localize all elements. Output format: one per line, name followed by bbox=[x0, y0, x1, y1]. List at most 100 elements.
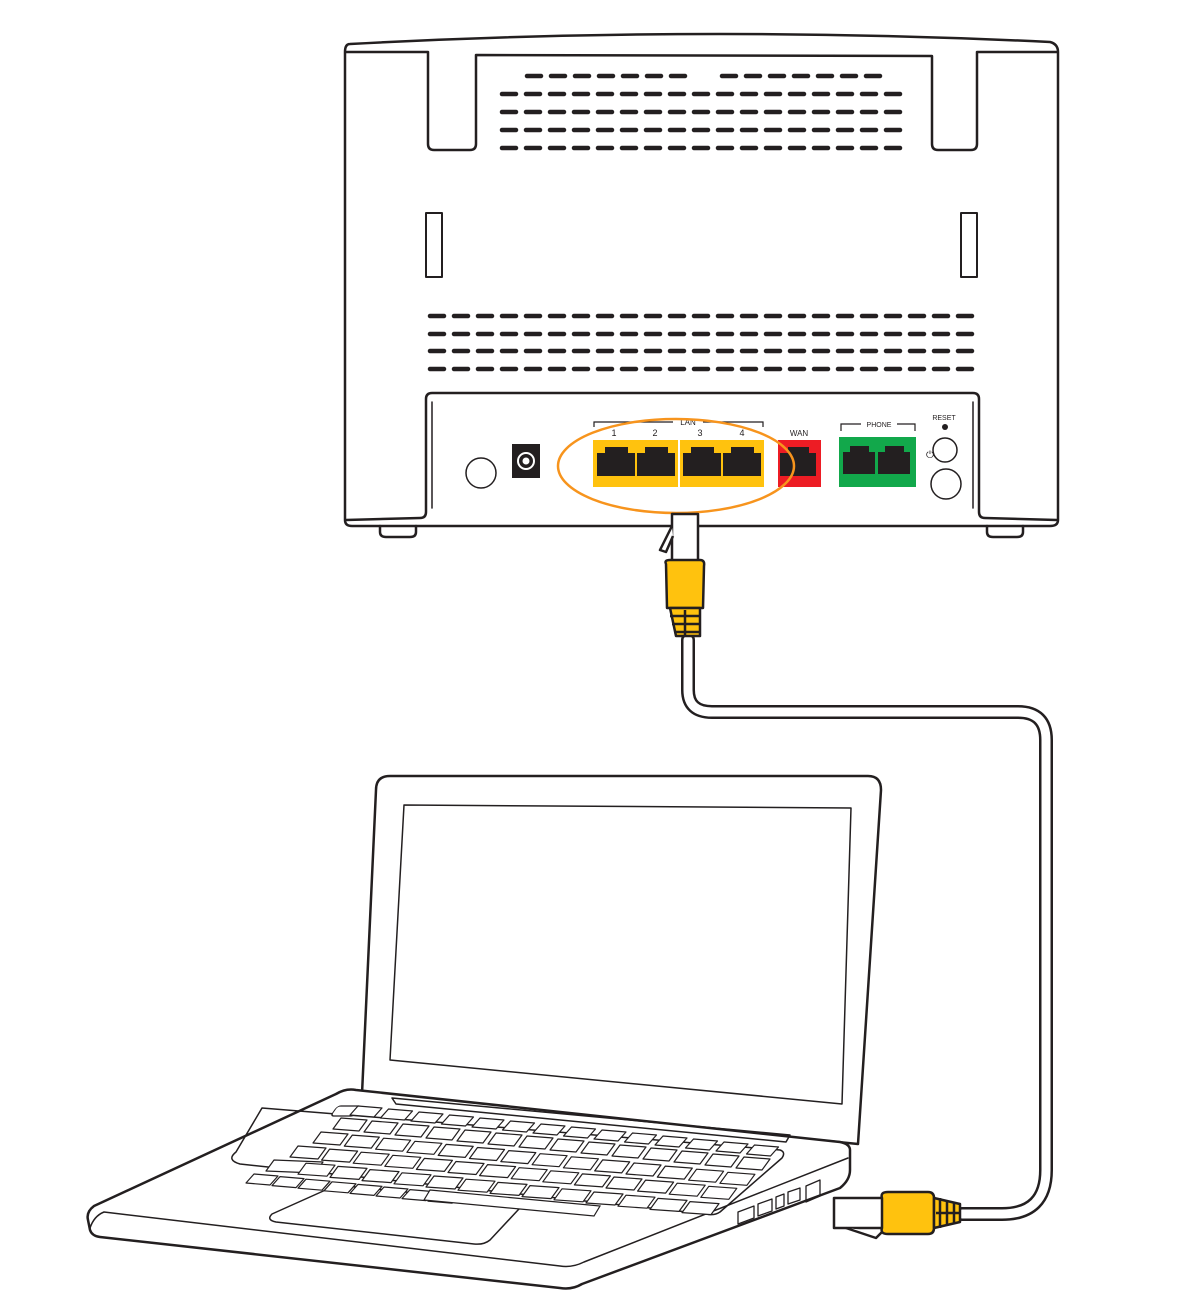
ethernet-plug-laptop-end bbox=[832, 1190, 962, 1240]
keyboard-key[interactable] bbox=[487, 1132, 523, 1147]
keyboard-key[interactable] bbox=[375, 1186, 409, 1199]
keyboard-key[interactable] bbox=[510, 1167, 548, 1182]
keyboard-key[interactable] bbox=[352, 1151, 390, 1166]
keyboard-key[interactable] bbox=[649, 1197, 688, 1212]
keyboard-key[interactable] bbox=[715, 1141, 749, 1154]
router-foot-left bbox=[378, 524, 418, 539]
keyboard-key[interactable] bbox=[594, 1159, 631, 1174]
keyboard-key[interactable] bbox=[343, 1134, 380, 1149]
keyboard-key[interactable] bbox=[642, 1147, 678, 1162]
router-vents-bottom bbox=[427, 313, 978, 372]
keyboard-key[interactable] bbox=[501, 1120, 536, 1133]
laptop-ethernet-port[interactable] bbox=[805, 1179, 821, 1203]
keyboard-key[interactable] bbox=[297, 1178, 331, 1191]
keyboard-key[interactable] bbox=[605, 1176, 643, 1191]
keyboard-key[interactable] bbox=[637, 1179, 675, 1194]
keyboard-key[interactable] bbox=[361, 1169, 400, 1184]
keyboard-key[interactable] bbox=[531, 1153, 568, 1168]
lan-port-4[interactable] bbox=[723, 447, 761, 476]
laptop-keys bbox=[245, 1105, 780, 1217]
keyboard-key[interactable] bbox=[704, 1153, 740, 1168]
keyboard-key[interactable] bbox=[393, 1172, 432, 1187]
keyboard-key[interactable] bbox=[489, 1181, 528, 1196]
power-switch[interactable] bbox=[932, 437, 958, 463]
keyboard-key[interactable] bbox=[479, 1164, 517, 1179]
laptop-display-port bbox=[775, 1193, 785, 1210]
keyboard-key[interactable] bbox=[735, 1156, 771, 1171]
keyboard-key[interactable] bbox=[553, 1188, 592, 1203]
keyboard-key[interactable] bbox=[719, 1171, 756, 1186]
keyboard-key[interactable] bbox=[518, 1135, 554, 1150]
keyboard-key[interactable] bbox=[611, 1144, 647, 1159]
keyboard-key[interactable] bbox=[289, 1145, 327, 1160]
keyboard-spacebar[interactable] bbox=[422, 1189, 602, 1217]
keyboard-key[interactable] bbox=[425, 1175, 464, 1190]
keyboard-key[interactable] bbox=[437, 1143, 474, 1158]
laptop-screen[interactable] bbox=[389, 804, 852, 1105]
keyboard-key[interactable] bbox=[406, 1140, 443, 1155]
keyboard-key[interactable] bbox=[468, 1146, 506, 1162]
phone-label: PHONE bbox=[867, 422, 892, 429]
keyboard-key[interactable] bbox=[549, 1138, 585, 1153]
lan-port-1[interactable] bbox=[597, 447, 635, 476]
keyboard-key[interactable] bbox=[349, 1183, 383, 1196]
keyboard-key[interactable] bbox=[745, 1144, 780, 1157]
keyboard-key[interactable] bbox=[410, 1111, 444, 1124]
keyboard-key[interactable] bbox=[617, 1194, 656, 1209]
keyboard-key[interactable] bbox=[625, 1162, 662, 1177]
keyboard-key[interactable] bbox=[440, 1114, 475, 1127]
router-top-recess bbox=[344, 50, 1059, 152]
keyboard-key[interactable] bbox=[500, 1150, 537, 1165]
keyboard-key[interactable] bbox=[415, 1157, 453, 1172]
lan-port-4-label: 4 bbox=[739, 428, 744, 438]
keyboard-key[interactable] bbox=[323, 1181, 357, 1194]
keyboard-key[interactable] bbox=[562, 1126, 597, 1139]
keyboard-key[interactable] bbox=[457, 1178, 496, 1193]
keyboard-key[interactable] bbox=[321, 1148, 359, 1163]
keyboard-key[interactable] bbox=[532, 1123, 566, 1136]
keyboard-key[interactable] bbox=[384, 1154, 422, 1169]
keyboard-key[interactable] bbox=[456, 1129, 492, 1144]
keyboard-key[interactable] bbox=[593, 1129, 627, 1142]
keyboard-key[interactable] bbox=[580, 1141, 616, 1156]
keyboard-key[interactable] bbox=[623, 1132, 658, 1145]
keyboard-key[interactable] bbox=[684, 1138, 719, 1151]
keyboard-key[interactable] bbox=[425, 1126, 461, 1141]
keyboard-key[interactable] bbox=[471, 1117, 505, 1130]
keyboard-key[interactable] bbox=[312, 1131, 349, 1146]
keyboard-key[interactable] bbox=[329, 1165, 368, 1180]
keyboard-key[interactable] bbox=[654, 1135, 688, 1148]
reset-pinhole bbox=[942, 424, 948, 430]
keyboard-key[interactable] bbox=[688, 1168, 725, 1183]
keyboard-key[interactable] bbox=[668, 1182, 706, 1197]
router-slot-right bbox=[960, 212, 978, 278]
keyboard-key[interactable] bbox=[542, 1170, 580, 1185]
reset-button[interactable] bbox=[930, 468, 962, 500]
keyboard-key[interactable] bbox=[332, 1117, 368, 1132]
keyboard-key[interactable] bbox=[700, 1185, 738, 1200]
keyboard-key[interactable] bbox=[363, 1120, 399, 1135]
keyboard-key[interactable] bbox=[562, 1156, 599, 1171]
keyboard-key[interactable] bbox=[681, 1201, 720, 1216]
keyboard-key[interactable] bbox=[375, 1137, 412, 1152]
keyboard-key[interactable] bbox=[521, 1185, 560, 1200]
keyboard-key[interactable] bbox=[379, 1108, 414, 1121]
keyboard-key[interactable] bbox=[245, 1173, 279, 1186]
keyboard-key[interactable] bbox=[447, 1160, 485, 1176]
keyboard-key[interactable] bbox=[297, 1162, 336, 1177]
keyboard-key[interactable] bbox=[585, 1191, 624, 1206]
keyboard-key[interactable] bbox=[271, 1176, 305, 1189]
lan-port-2[interactable] bbox=[637, 447, 675, 476]
keyboard-key[interactable] bbox=[573, 1173, 611, 1188]
keyboard-key[interactable] bbox=[656, 1165, 693, 1180]
laptop-side-ports bbox=[737, 1179, 821, 1225]
phone-port-1[interactable] bbox=[843, 446, 875, 474]
phone-port-2[interactable] bbox=[878, 446, 910, 474]
keyboard-key[interactable] bbox=[394, 1123, 430, 1138]
lan-port-3[interactable] bbox=[683, 447, 721, 476]
keyboard-key[interactable] bbox=[673, 1150, 709, 1165]
keyboard-key[interactable] bbox=[349, 1105, 383, 1118]
power-button bbox=[465, 457, 497, 489]
lan-port-3-label: 3 bbox=[697, 428, 702, 438]
